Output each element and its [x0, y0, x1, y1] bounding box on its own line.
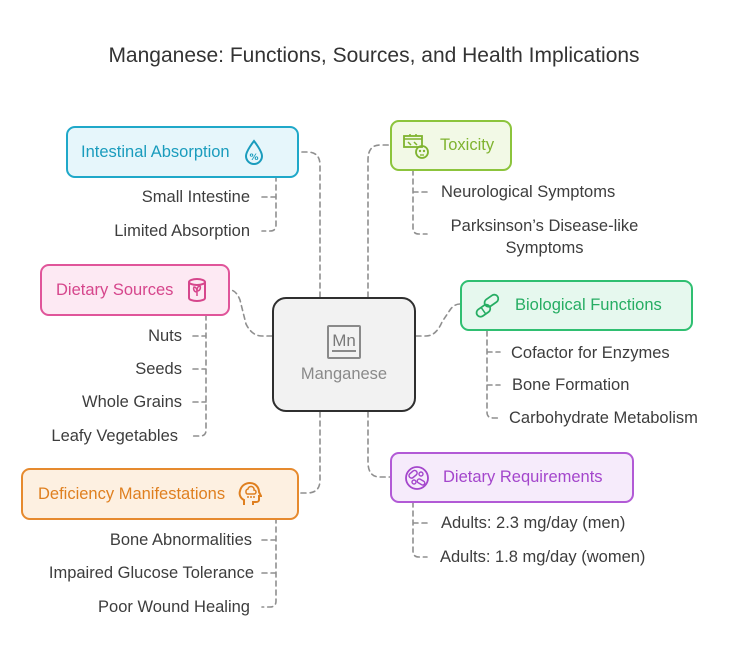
- node-deficiency-manifestations[interactable]: Deficiency Manifestations: [21, 468, 299, 520]
- leaf-leafy-vegetables: Leafy Vegetables: [51, 427, 178, 445]
- head-rain-cloud-icon: [236, 481, 263, 507]
- leaf-bone-abnormalities: Bone Abnormalities: [109, 531, 252, 549]
- connector-dietary-requirements: [367, 411, 391, 478]
- svg-text:%: %: [249, 153, 258, 163]
- connector-toxicity: [367, 144, 391, 298]
- poison-skull-icon: [402, 133, 430, 159]
- connector-dietary-sources: [229, 289, 273, 337]
- leaf-line-deficiency: [261, 517, 277, 608]
- leaf-impaired-glucose-tolerance: Impaired Glucose Tolerance: [48, 564, 254, 582]
- element-symbol: Mn: [332, 331, 356, 352]
- leaf-small-intestine: Small Intestine: [141, 188, 250, 206]
- node-label: Biological Functions: [515, 296, 662, 314]
- center-label: Manganese: [300, 365, 388, 383]
- leaf-line-biological: [486, 330, 501, 419]
- leaf-whole-grains: Whole Grains: [82, 393, 182, 411]
- leaf-limited-absorption: Limited Absorption: [114, 222, 250, 240]
- leaf-adults-men: Adults: 2.3 mg/day (men): [441, 514, 626, 532]
- leaf-neurological-symptoms: Neurological Symptoms: [441, 183, 616, 201]
- connector-biological-functions: [415, 303, 461, 337]
- node-label: Toxicity: [440, 136, 495, 154]
- diagram-title: Manganese: Functions, Sources, and Healt…: [108, 44, 640, 67]
- node-label: Deficiency Manifestations: [38, 484, 226, 503]
- leaf-poor-wound-healing: Poor Wound Healing: [98, 598, 250, 616]
- droplet-percent-icon: %: [242, 139, 266, 165]
- leaf-nuts: Nuts: [148, 327, 182, 345]
- connector-deficiency: [299, 411, 321, 494]
- node-dietary-requirements[interactable]: Dietary Requirements: [390, 452, 634, 503]
- node-dietary-sources[interactable]: Dietary Sources: [40, 264, 230, 316]
- node-label: Dietary Requirements: [443, 468, 603, 486]
- leaf-line-requirements: [412, 501, 428, 558]
- leaf-line-toxicity: [412, 169, 428, 235]
- leaf-carbohydrate-metabolism: Carbohydrate Metabolism: [509, 409, 698, 427]
- node-biological-functions[interactable]: Biological Functions: [460, 280, 693, 331]
- center-node[interactable]: Mn Manganese: [272, 297, 416, 412]
- leaf-bone-formation: Bone Formation: [512, 376, 630, 394]
- food-can-icon: [185, 277, 209, 303]
- leaf-line-dietary-sources: [192, 314, 207, 437]
- leaf-adults-women: Adults: 1.8 mg/day (women): [440, 548, 646, 566]
- leaf-cofactor-for-enzymes: Cofactor for Enzymes: [511, 344, 670, 362]
- node-label: Dietary Sources: [56, 280, 174, 299]
- leaf-parkinsons-like-symptoms: Parksinson’s Disease-like Symptoms: [450, 217, 639, 257]
- node-intestinal-absorption[interactable]: Intestinal Absorption %: [66, 126, 299, 178]
- vitamins-plate-icon: [404, 465, 430, 491]
- pills-icon: [474, 293, 502, 319]
- node-toxicity[interactable]: Toxicity: [390, 120, 512, 171]
- leaf-seeds: Seeds: [135, 360, 182, 378]
- leaf-line-intestinal: [261, 175, 277, 232]
- node-label: Intestinal Absorption: [81, 142, 230, 161]
- connector-intestinal-absorption: [299, 151, 321, 298]
- manganese-element-icon: Mn: [327, 325, 361, 359]
